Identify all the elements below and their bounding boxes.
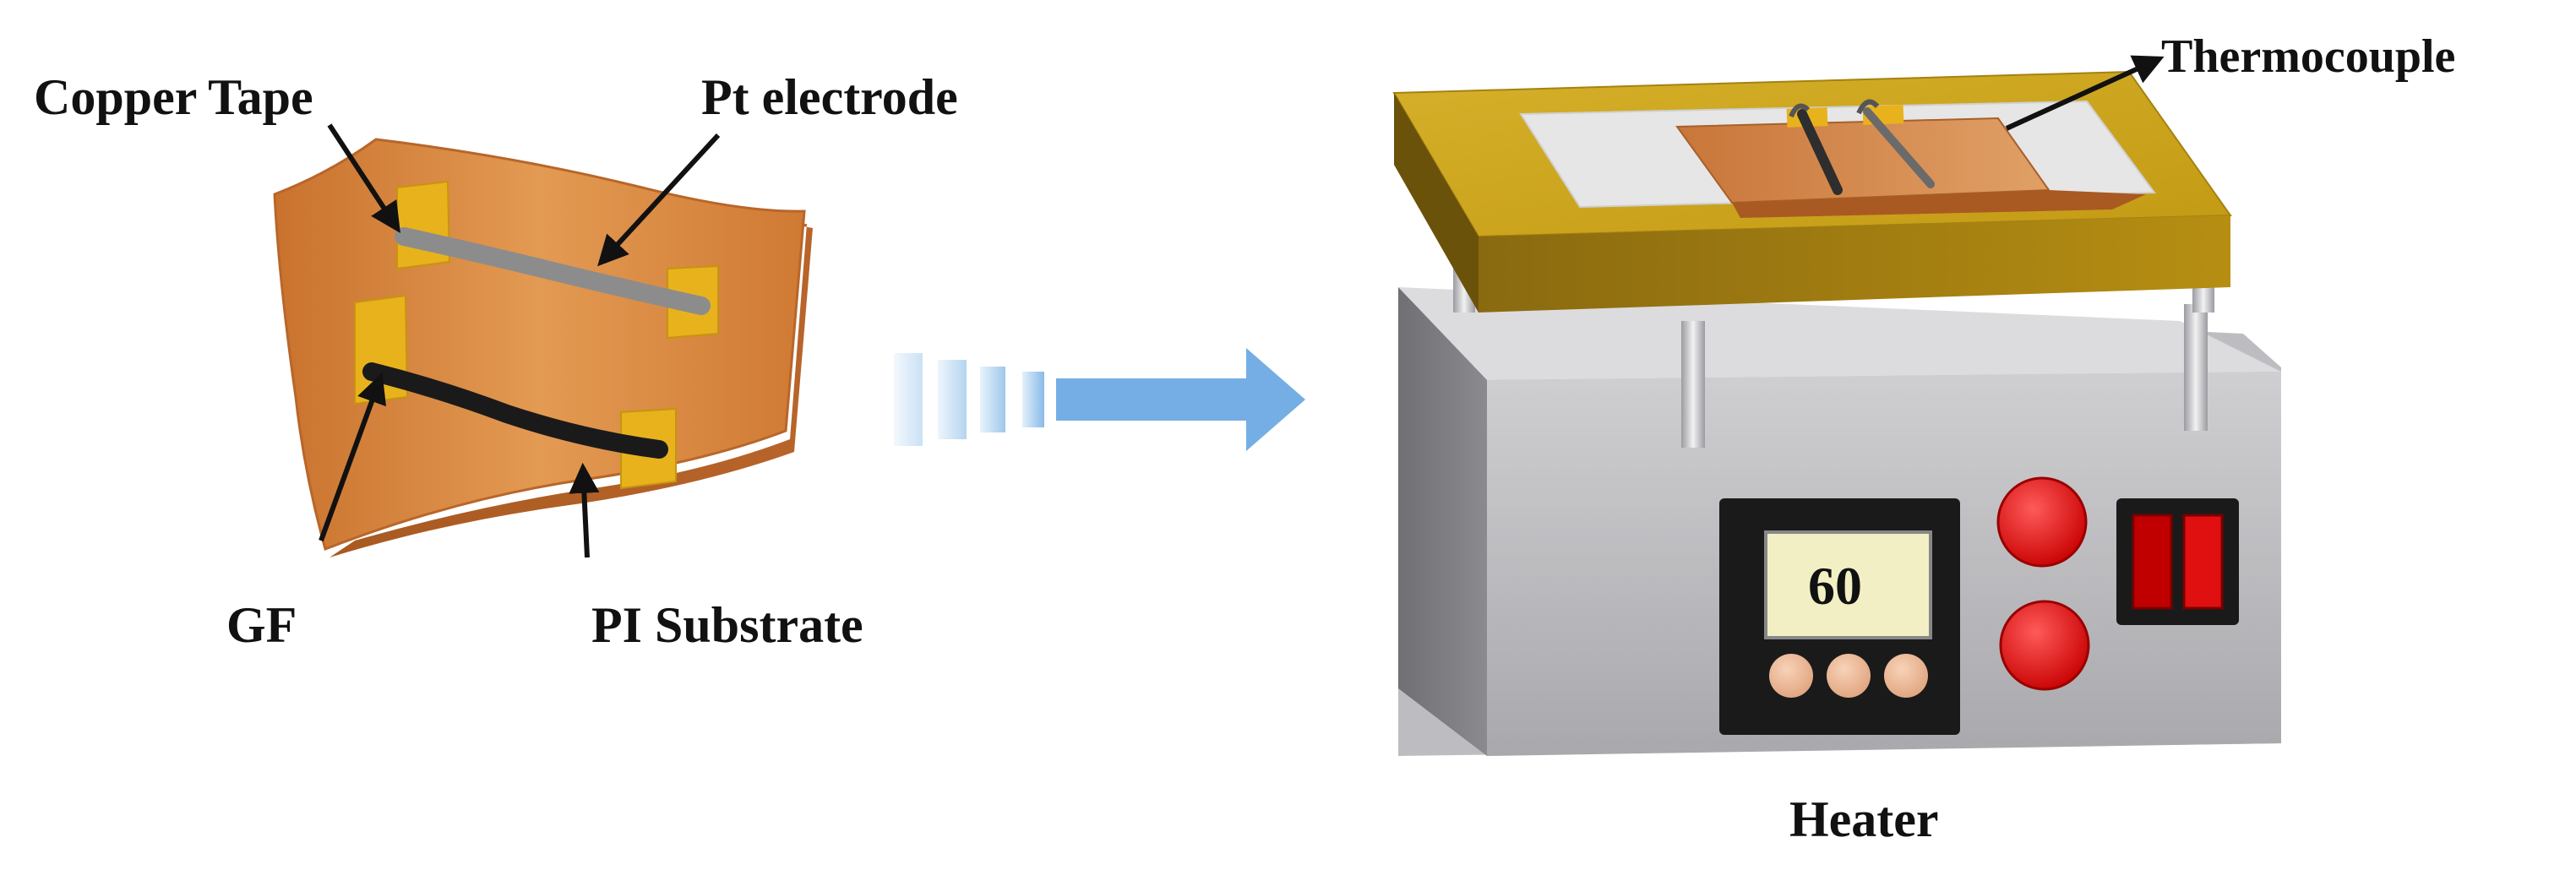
arrow-dash-4 [1022,372,1044,427]
gf-label: GF [226,597,297,653]
heater-body-top [1398,287,2281,380]
pt-electrode-label: Pt electrode [701,69,958,125]
heater-label: Heater [1789,791,1939,847]
temperature-readout: 60 [1808,556,1862,616]
copper-tape-left-upper [396,180,451,270]
pi-substrate-label: PI Substrate [591,597,863,653]
knob-lower[interactable] [1999,600,2090,691]
gf-pointer [319,372,387,542]
arrow-dash-2 [938,360,967,439]
copper-tape-pointer [327,123,400,234]
panel-button-2[interactable] [1827,654,1871,698]
heater-plate-front [1479,215,2230,313]
display-screen [1764,530,1932,639]
thermocouple-pointer [2005,55,2165,131]
pillar-front-left [1681,321,1705,448]
thermocouple-hook-right [1856,99,1880,115]
pt-electrode-pointer [597,133,721,267]
flexible-sensor: Copper Tape Pt electrode GF PI Substrate [34,69,958,653]
knob-upper[interactable] [1996,476,2088,568]
sample-edge [1732,190,2146,218]
heater-plate-left [1394,93,1479,313]
process-arrow [894,348,1305,451]
copper-tape-label: Copper Tape [34,69,313,125]
thermocouple-hook-left [1789,103,1811,118]
heater-body-left [1398,287,1487,756]
switch-toggle-left[interactable] [2132,514,2173,610]
thermocouple-probe-right [1863,107,1935,188]
heater: Thermocouple 60 Heater [1392,30,2455,847]
panel-button-3[interactable] [1884,654,1928,698]
panel-button-1[interactable] [1769,654,1813,698]
pillar-front-right [2184,304,2208,431]
arrow-head [1056,348,1305,451]
arrow-dash-1 [894,353,923,446]
arrow-dash-3 [980,367,1005,432]
gf-strip [362,362,668,459]
pt-electrode-strip [395,227,711,315]
switch-toggle-right[interactable] [2182,514,2224,610]
thermocouple-probe-left [1797,109,1843,195]
pi-substrate-pointer [569,462,600,558]
thermocouple-label: Thermocouple [2161,30,2455,83]
sample-on-plate [1675,117,2050,204]
